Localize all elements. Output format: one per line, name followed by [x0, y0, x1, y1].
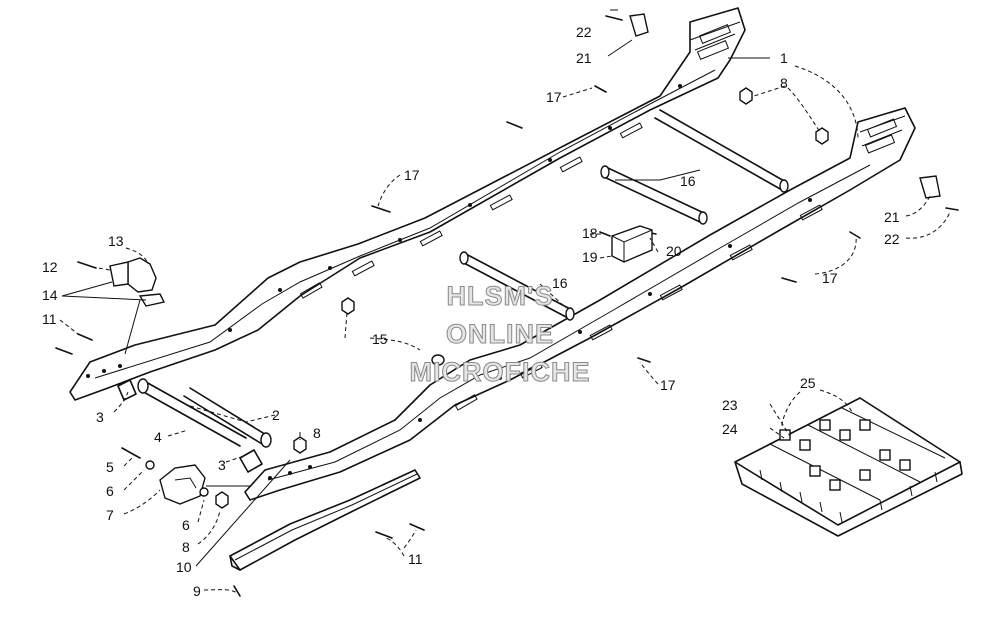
callout-14: 14 [42, 287, 58, 303]
callout-12: 12 [42, 259, 58, 275]
callout-7: 7 [106, 507, 114, 523]
callout-3b: 3 [218, 457, 226, 473]
callout-16a: 16 [680, 173, 696, 189]
callout-16b: 16 [552, 275, 568, 291]
callout-6b: 6 [182, 517, 190, 533]
callout-11a: 11 [42, 311, 57, 327]
track-section [734, 397, 963, 537]
callout-9: 9 [193, 583, 201, 599]
hardware [55, 13, 959, 597]
watermark-line-1: HLSM'S [447, 281, 554, 311]
callout-6a: 6 [106, 483, 114, 499]
callout-10: 10 [176, 559, 192, 575]
callout-17a: 17 [546, 89, 562, 105]
callout-24: 24 [722, 421, 738, 437]
slide-rail [229, 469, 421, 571]
callout-20: 20 [666, 243, 682, 259]
callout-19: 19 [582, 249, 598, 265]
callout-17d: 17 [660, 377, 676, 393]
callout-5: 5 [106, 459, 114, 475]
callout-21b: 21 [884, 209, 900, 225]
callout-22a: 22 [576, 24, 592, 40]
callout-18: 18 [582, 225, 598, 241]
callout-17b: 17 [404, 167, 420, 183]
callout-11b: 11 [408, 551, 423, 567]
callout-8b: 8 [313, 425, 321, 441]
callout-3a: 3 [96, 409, 104, 425]
watermark: HLSM'S ONLINE MICROFICHE [409, 281, 591, 388]
callout-21a: 21 [576, 50, 592, 66]
cross-shafts [117, 109, 789, 473]
callout-25: 25 [800, 375, 816, 391]
callout-17c: 17 [822, 270, 838, 286]
callout-23: 23 [722, 397, 738, 413]
leader-lines [59, 9, 951, 595]
watermark-line-3: MICROFICHE [410, 357, 591, 387]
callout-8a: 8 [780, 75, 788, 91]
left-frame-rail [69, 7, 746, 401]
callout-2: 2 [272, 407, 280, 423]
callout-15: 15 [372, 331, 388, 347]
watermark-line-2: ONLINE [446, 319, 554, 349]
callout-labels: 1 2 3 3 4 5 6 6 7 8 8 8 9 10 11 11 12 13… [42, 24, 900, 599]
callout-1: 1 [780, 50, 788, 66]
callout-4: 4 [154, 429, 162, 445]
right-frame-rail [244, 107, 916, 501]
callout-13: 13 [108, 233, 124, 249]
callout-8c: 8 [182, 539, 190, 555]
callout-22b: 22 [884, 231, 900, 247]
